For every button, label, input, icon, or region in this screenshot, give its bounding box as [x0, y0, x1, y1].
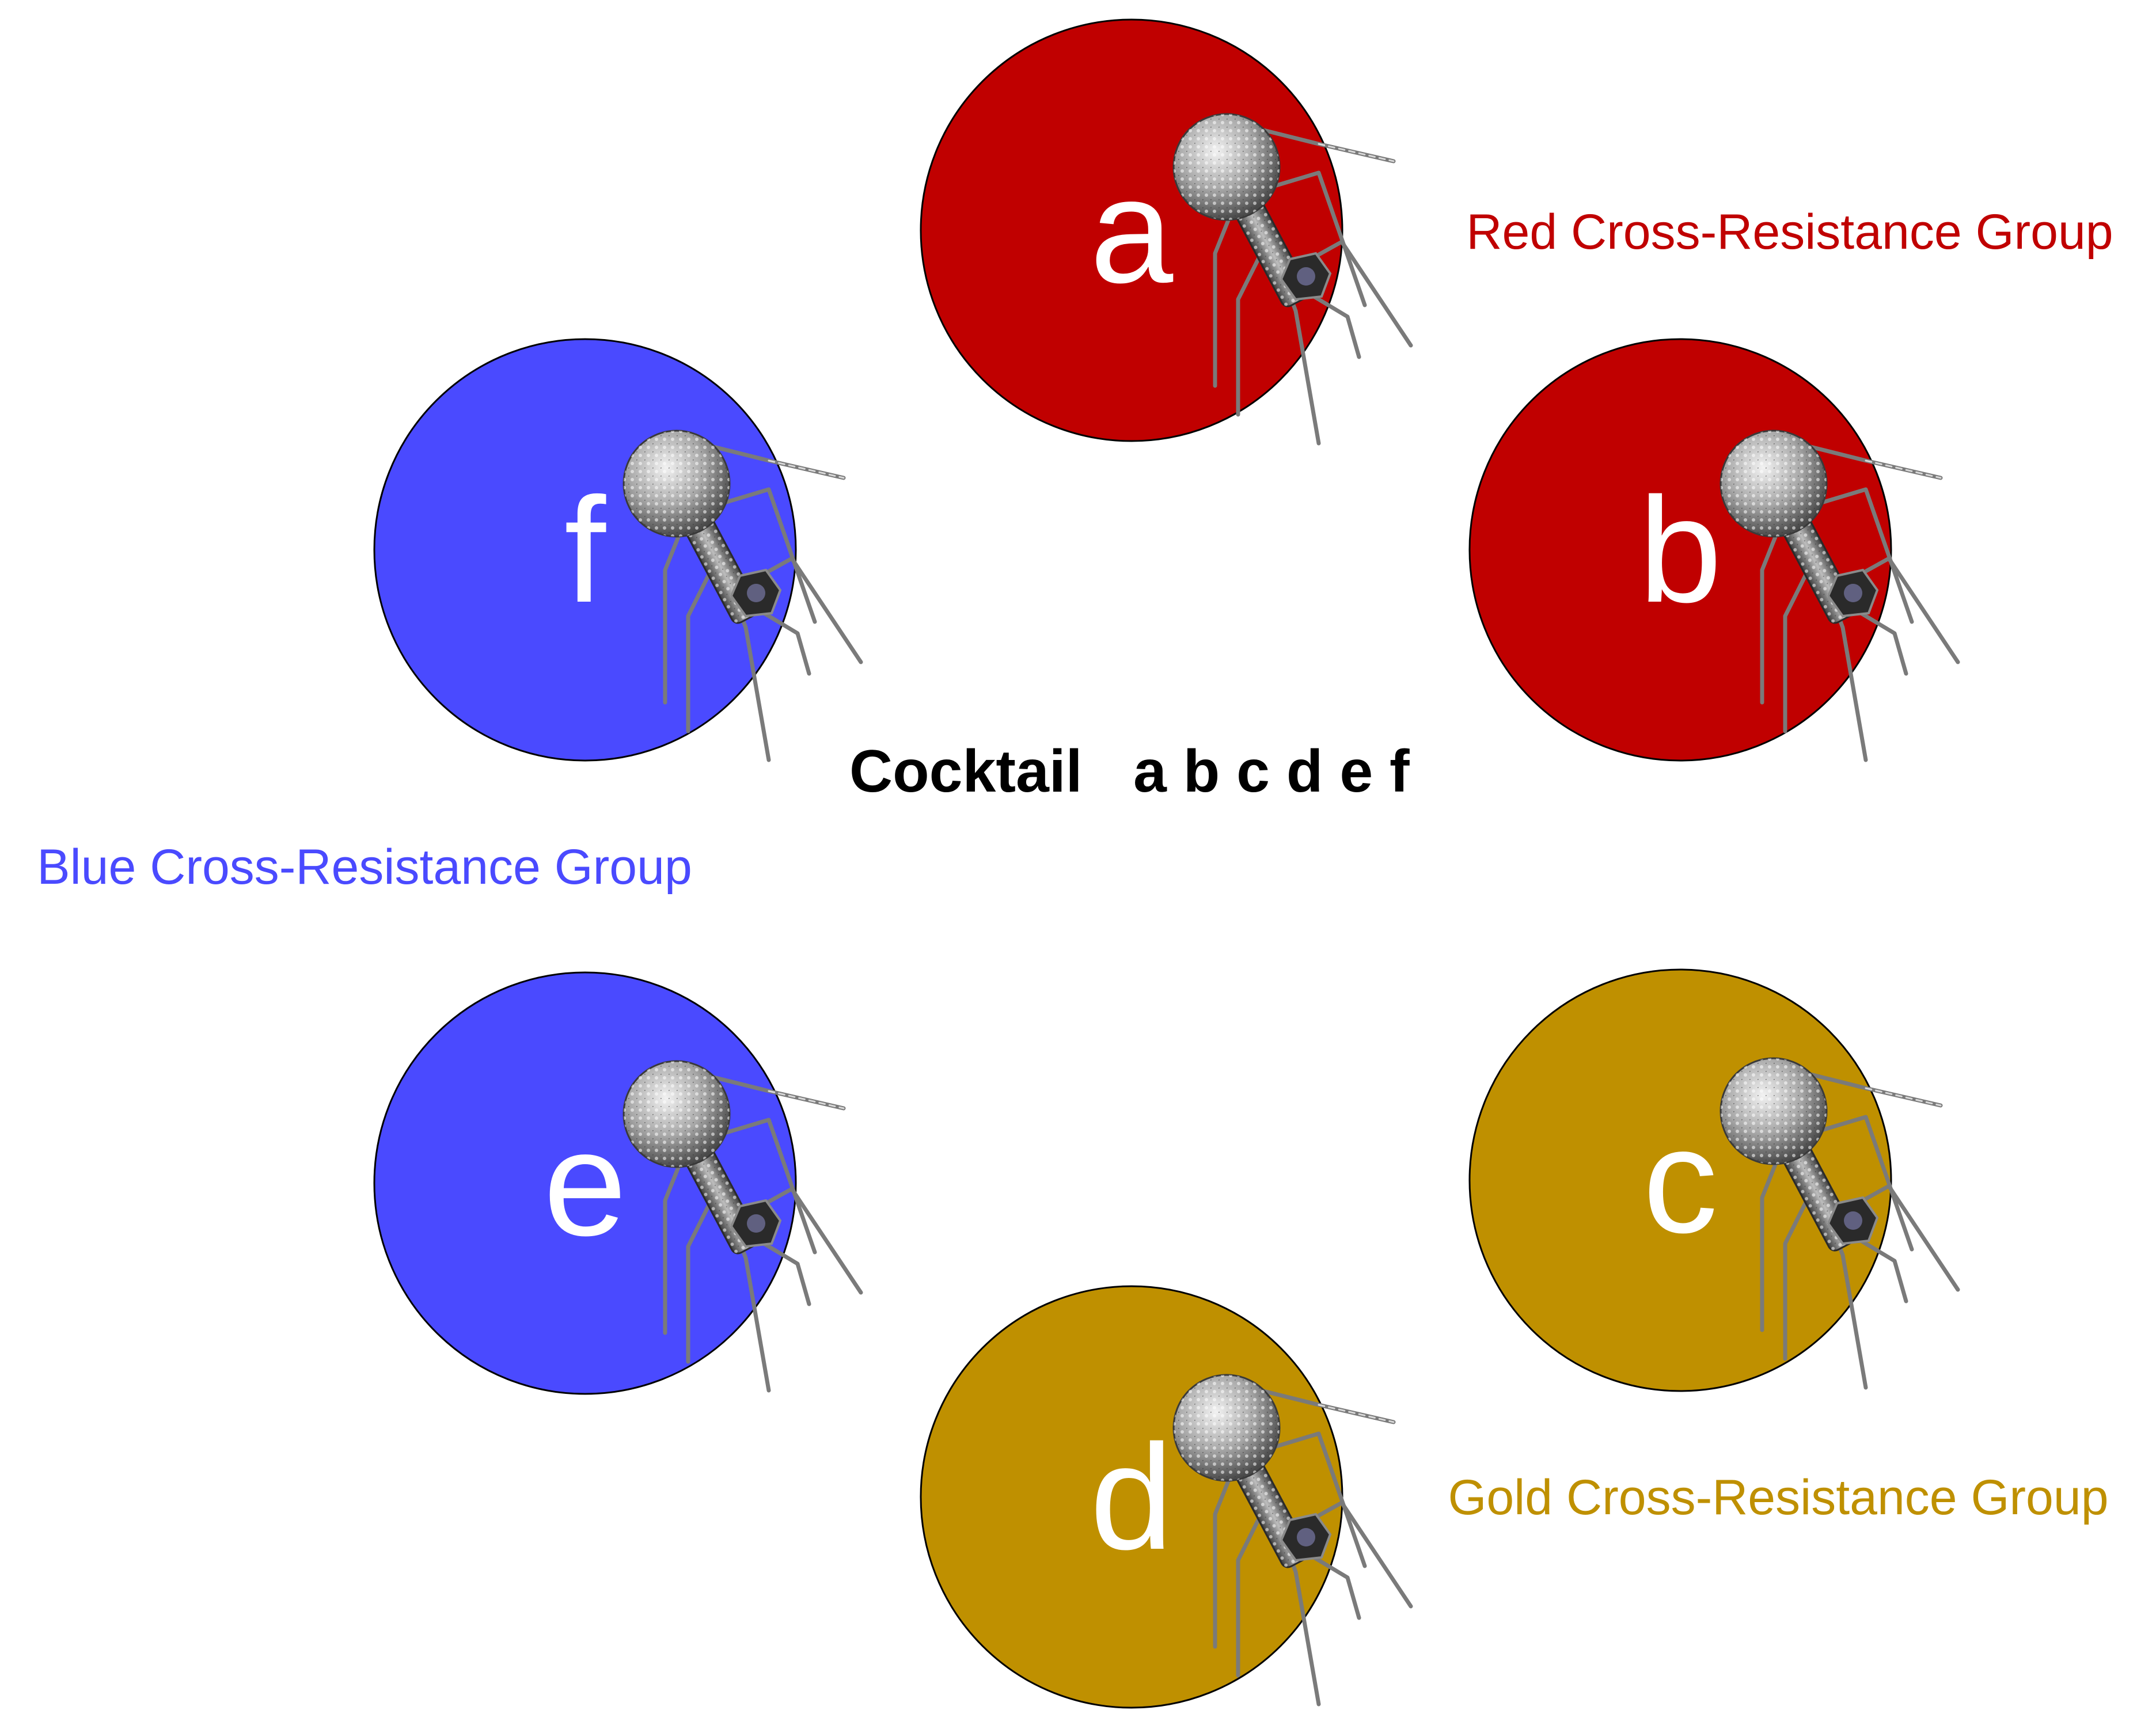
circle-a-letter: a — [1090, 147, 1174, 314]
phage-circle-f: f — [373, 338, 861, 761]
phage-circle-e: e — [373, 971, 861, 1395]
cocktail-label: Cocktail — [849, 738, 1083, 805]
blue-group-label: Blue Cross-Resistance Group — [37, 839, 692, 895]
red-group-label: Red Cross-Resistance Group — [1466, 204, 2113, 260]
phage-circle-c: c — [1468, 968, 1958, 1392]
cocktail-members: a b c d e f — [1133, 738, 1410, 805]
circle-c-letter: c — [1643, 1097, 1718, 1264]
phage-circle-a: a — [920, 18, 1411, 443]
circle-d-letter: d — [1090, 1414, 1174, 1581]
circle-f-letter: f — [564, 467, 606, 634]
phage-circle-d: d — [920, 1285, 1411, 1709]
circle-e-letter: e — [544, 1100, 627, 1267]
circle-b-letter: b — [1639, 467, 1722, 634]
gold-group-label: Gold Cross-Resistance Group — [1448, 1470, 2108, 1525]
phage-circle-b: b — [1468, 338, 1958, 761]
